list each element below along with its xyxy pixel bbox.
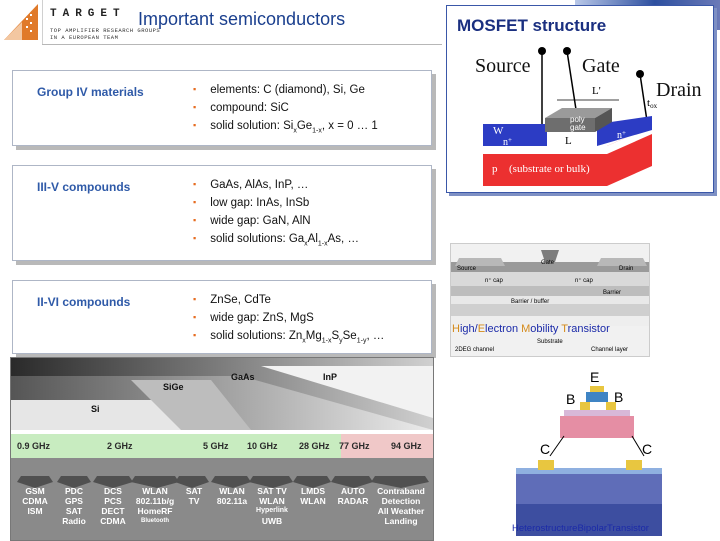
n-plus-drain: [597, 116, 652, 146]
hemt-2deg: 2DEG channel: [455, 347, 494, 353]
hemt-source-label: Source: [457, 266, 477, 272]
substrate-label: (substrate or bulk): [509, 163, 590, 175]
p-substrate: [483, 126, 652, 186]
logo: [0, 0, 43, 44]
hemt-diagram: Gate Source Drain n⁺ cap n⁺ cap Barrier …: [450, 243, 650, 357]
hemt-caption: High/Electron Mobility Transistor: [452, 323, 610, 335]
hbt-collector-label-left: C: [540, 441, 550, 457]
list-item: ZnSe, CdTe: [193, 291, 384, 309]
ii-vi-box: II-VI compounds ZnSe, CdTe wide gap: ZnS…: [12, 280, 432, 354]
hemt-substrate: Substrate: [537, 339, 563, 345]
mosfet-drain-label: Drain: [656, 79, 702, 101]
ii-vi-title: II-VI compounds: [37, 295, 131, 309]
tox-label: tox: [647, 97, 658, 110]
logo-subtitle-line-1: TOP AMPLIFIER RESEARCH GROUPS: [50, 27, 161, 34]
hbt-base-label-right: B: [614, 389, 623, 405]
mosfet-title: MOSFET structure: [457, 16, 607, 35]
list-item: wide gap: ZnS, MgS: [193, 309, 384, 327]
hemt-ncap-left: n⁺ cap: [485, 277, 504, 284]
logo-wordmark: TARGET: [50, 8, 126, 20]
hbt-collector-label-right: C: [642, 441, 652, 457]
hemt-barrier: Barrier: [603, 290, 621, 296]
freq-2: 2 GHz: [107, 441, 133, 451]
l-label: L: [565, 135, 572, 147]
hbt-emitter-label: E: [590, 370, 599, 385]
freq-0-9: 0.9 GHz: [17, 441, 51, 451]
list-item: compound: SiC: [193, 99, 378, 117]
n-right-label: n+: [617, 129, 626, 141]
frequency-chart: SiGe GaAs InP Si 0.9 GHz 2 GHz 5 GHz 10 …: [10, 357, 434, 541]
n-left-label: n+: [503, 136, 512, 148]
n-plus-source: [483, 124, 547, 146]
list-item: solid solutions: ZnxMg1-xSySe1-y, …: [193, 327, 384, 345]
list-item: GaAs, AlAs, InP, …: [193, 176, 359, 194]
hemt-ncap-right: n⁺ cap: [575, 277, 594, 284]
material-inp: InP: [323, 372, 338, 382]
header-divider: [42, 44, 442, 45]
logo-subtitle-line-2: IN A EUROPEAN TEAM: [50, 34, 119, 41]
material-sige: SiGe: [163, 382, 184, 392]
mosfet-panel: MOSFET structure Source Gate Drain poly …: [446, 5, 714, 193]
iii-v-list: GaAs, AlAs, InP, … low gap: InAs, InSb w…: [193, 176, 359, 248]
gate-small-label: gate: [570, 123, 586, 132]
group-iv-list: elements: C (diamond), Si, Ge compound: …: [193, 81, 378, 135]
hbt-diagram: E B B C C: [506, 369, 672, 536]
iii-v-box: III-V compounds GaAs, AlAs, InP, … low g…: [12, 165, 432, 261]
hemt-gate-label: Gate: [541, 260, 555, 266]
poly-gate: [545, 108, 612, 118]
list-item: solid solution: SixGe1-x, x = 0 … 1: [193, 117, 378, 135]
freq-94: 94 GHz: [391, 441, 422, 451]
list-item: wide gap: GaN, AlN: [193, 212, 359, 230]
hemt-buffer: Barrier / buffer: [511, 299, 549, 305]
list-item: elements: C (diamond), Si, Ge: [193, 81, 378, 99]
logo-triangle-icon: [4, 4, 38, 40]
hemt-channel: Channel layer: [591, 347, 628, 353]
mosfet-diagram: Source Gate Drain poly gate L' tox W n+ …: [475, 47, 702, 186]
group-iv-title: Group IV materials: [37, 85, 144, 99]
freq-28: 28 GHz: [299, 441, 330, 451]
hbt-base-label-left: B: [566, 391, 575, 407]
group-iv-box: Group IV materials elements: C (diamond)…: [12, 70, 432, 146]
freq-10: 10 GHz: [247, 441, 278, 451]
ii-vi-list: ZnSe, CdTe wide gap: ZnS, MgS solid solu…: [193, 291, 384, 345]
w-label: W: [493, 125, 504, 137]
material-gaas: GaAs: [231, 372, 255, 382]
logo-subtitle: TOP AMPLIFIER RESEARCH GROUPS IN A EUROP…: [50, 27, 160, 41]
l-prime-label: L': [592, 85, 601, 97]
iii-v-title: III-V compounds: [37, 180, 131, 194]
drain-wire: [639, 73, 648, 122]
app-arrows: [17, 476, 429, 488]
poly-label: poly: [570, 115, 585, 124]
material-si: Si: [91, 404, 100, 414]
freq-77: 77 GHz: [339, 441, 370, 451]
list-item: low gap: InAs, InSb: [193, 194, 359, 212]
mosfet-source-label: Source: [475, 55, 531, 77]
gate-wire: [566, 50, 578, 117]
hbt-caption: HeterostructureBipolarTransistor: [512, 523, 649, 534]
mosfet-gate-label: Gate: [582, 55, 620, 77]
freq-5: 5 GHz: [203, 441, 229, 451]
hemt-drain-label: Drain: [619, 266, 633, 272]
sige-band: [131, 380, 251, 430]
p-label: p: [492, 163, 498, 175]
list-item: solid solutions: GaxAl1-xAs, …: [193, 230, 359, 248]
page-title: Important semiconductors: [138, 9, 346, 29]
inp-band: [261, 366, 433, 418]
